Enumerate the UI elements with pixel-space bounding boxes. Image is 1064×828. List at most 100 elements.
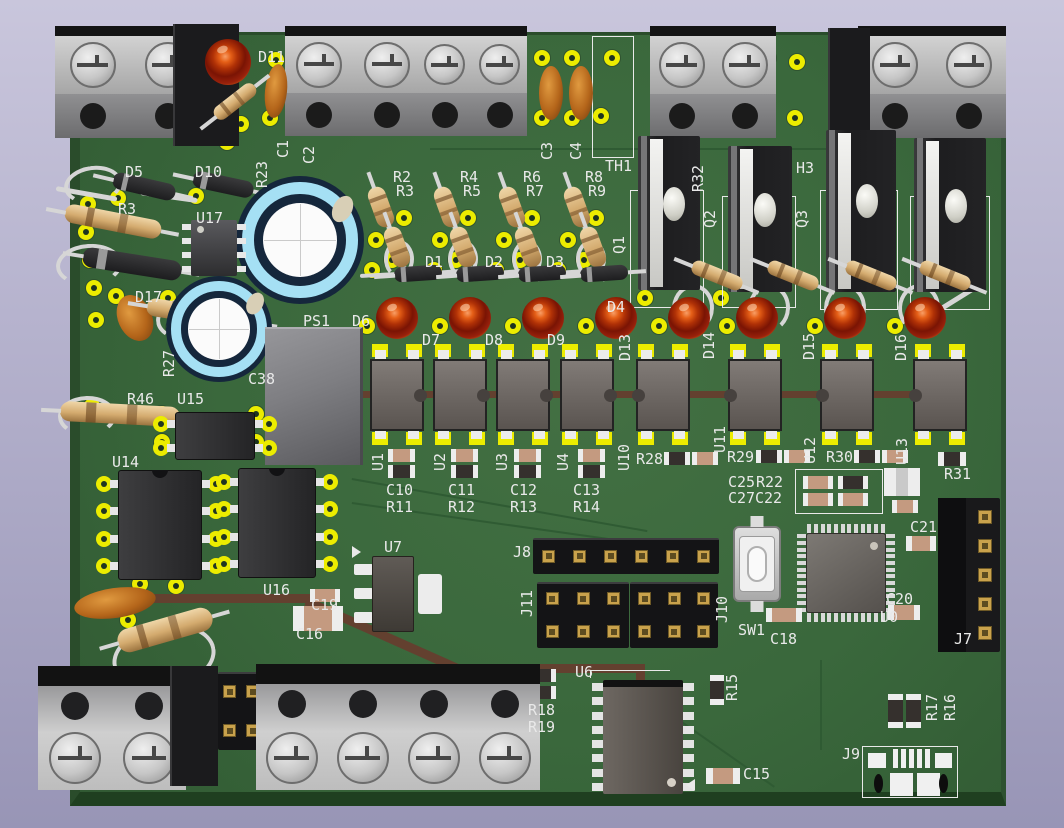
pad-hole — [238, 121, 244, 127]
silkscreen-label: R29 — [727, 448, 755, 466]
ic-pin — [592, 768, 604, 777]
terminal-screw — [479, 44, 520, 85]
ic-pin — [682, 683, 694, 692]
pad-hole — [113, 293, 119, 299]
solder-pad — [78, 224, 94, 240]
terminal-block — [256, 664, 398, 790]
silkscreen-label: U3 — [493, 452, 511, 471]
solder-pad — [534, 50, 550, 66]
pad-hole — [221, 506, 227, 513]
ic-pin — [886, 547, 895, 552]
solder-pad — [593, 108, 609, 124]
ic-notch — [604, 389, 617, 402]
chip-end — [906, 536, 912, 551]
pin1-dot — [197, 226, 204, 233]
copper-trace — [458, 664, 644, 673]
silkscreen-label: D1 — [425, 253, 444, 271]
ic-pin — [598, 430, 609, 439]
chip-end — [906, 694, 921, 700]
solder-pad — [719, 318, 735, 334]
ic-pin — [880, 524, 885, 533]
terminal-block — [650, 26, 776, 138]
chip-mid — [888, 700, 903, 722]
terminal-back — [398, 664, 540, 684]
ic-pin — [375, 350, 386, 359]
ic-pin — [867, 524, 872, 533]
ic-pin — [874, 613, 878, 622]
to220-package — [728, 146, 792, 292]
pin-hole — [638, 553, 645, 559]
silkscreen-outline — [592, 36, 634, 158]
package-side — [829, 130, 835, 292]
silkscreen-label: R9 — [588, 182, 607, 200]
ic-pin — [860, 613, 865, 622]
solder-pad — [359, 318, 375, 334]
pad-hole — [609, 55, 615, 61]
chip-end — [710, 675, 724, 681]
silkscreen-label: J9 — [842, 745, 861, 763]
header-pin — [545, 592, 559, 605]
terminal-block — [38, 666, 186, 790]
ic-pin — [797, 574, 806, 579]
ic-pin — [182, 252, 192, 258]
led — [736, 297, 778, 339]
terminal-face — [858, 36, 1006, 94]
solder-pad — [807, 318, 823, 334]
ic-pin — [236, 252, 246, 258]
screw-slot — [151, 746, 156, 757]
ic-pin — [682, 697, 694, 706]
smd-chip — [906, 694, 921, 728]
chip-end — [863, 493, 868, 506]
silkscreen-label: C18 — [770, 630, 798, 648]
chip-end — [903, 450, 908, 463]
smd-chip — [803, 476, 833, 489]
pad-hole — [794, 59, 800, 65]
resistor-band — [219, 101, 232, 117]
led — [376, 297, 418, 339]
header-pin — [607, 592, 621, 605]
disc-capacitor — [539, 66, 563, 120]
solder-pad — [651, 318, 667, 334]
chip-end — [451, 465, 456, 478]
chip-end — [766, 608, 772, 622]
ic-body — [175, 412, 255, 460]
pad-hole — [373, 237, 379, 243]
smd-chip — [938, 452, 966, 466]
silkscreen-label: R30 — [826, 448, 854, 466]
silkscreen-label: R6 — [523, 168, 542, 186]
chip-end — [888, 605, 894, 620]
chip-mid — [456, 465, 473, 478]
ic-notch — [414, 389, 427, 402]
resistor-band — [450, 233, 470, 244]
chip-end — [600, 449, 605, 462]
chip-end — [930, 536, 936, 551]
silkscreen-label: R27 — [160, 349, 178, 377]
screw-slot — [294, 746, 299, 757]
ic-pin — [874, 524, 878, 533]
silkscreen-label: D15 — [800, 332, 818, 360]
pad-hole — [327, 533, 333, 540]
ic-pin — [230, 560, 239, 569]
screw-slot — [953, 62, 985, 67]
terminal-face — [38, 686, 186, 790]
pin1-dot — [870, 542, 878, 550]
pin-hole — [545, 553, 552, 559]
led-glare — [834, 302, 846, 312]
ic-pin — [886, 541, 895, 545]
resistor-band — [700, 262, 710, 279]
pad-hole — [327, 506, 333, 513]
terminal-front — [417, 93, 527, 136]
chip-mid — [897, 500, 913, 513]
ic-pin — [797, 594, 806, 599]
terminal-hole — [486, 101, 513, 128]
terminal-face — [285, 36, 421, 93]
silkscreen-label: C22 — [755, 489, 783, 507]
pin-hole — [610, 628, 617, 635]
ic-pin — [820, 613, 825, 622]
optocoupler — [433, 344, 490, 445]
metal-tab — [740, 148, 753, 290]
led-glare — [678, 302, 690, 312]
terminal-front — [858, 94, 1006, 138]
pad-hole — [539, 55, 545, 61]
